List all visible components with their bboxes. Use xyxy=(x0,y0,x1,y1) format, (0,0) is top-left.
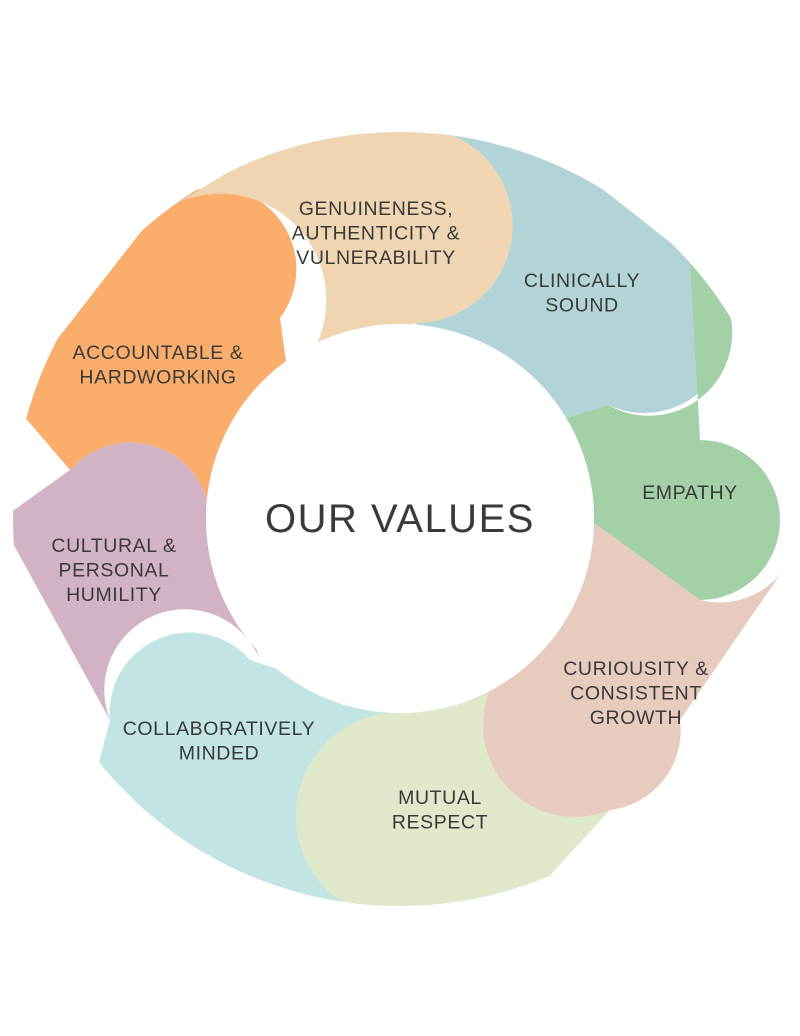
label-clinically-sound: CLINICALLY SOUND xyxy=(524,270,640,317)
segment-clinically-sound xyxy=(415,132,730,420)
label-line: ACCOUNTABLE & xyxy=(72,342,243,364)
label-line: CULTURAL & xyxy=(51,535,176,557)
label-line: HUMILITY xyxy=(66,584,162,606)
segment-labels: GENUINENESS, AUTHENTICITY &VULNERABILITY C… xyxy=(51,198,737,834)
label-mutual-respect: MUTUAL RESPECT xyxy=(392,787,488,834)
segment-genuineness xyxy=(150,132,513,380)
label-genuineness: GENUINENESS, AUTHENTICITY &VULNERABILITY xyxy=(292,198,460,269)
segment-empathy xyxy=(560,260,780,600)
center-title: OUR VALUES xyxy=(265,497,535,541)
label-collaboratively-minded: COLLABORATIVELY MINDED xyxy=(123,718,316,765)
label-line: PERSONAL xyxy=(58,560,169,582)
label-line: RESPECT xyxy=(392,812,488,834)
label-line: CLINICALLY xyxy=(524,270,640,292)
label-empathy: EMPATHY xyxy=(642,482,738,504)
label-line: EMPATHY xyxy=(642,482,738,504)
label-line: MINDED xyxy=(179,743,260,765)
label-line: COLLABORATIVELY xyxy=(123,718,316,740)
segment-mutual-respect xyxy=(296,640,610,907)
segment-accountable xyxy=(12,187,297,515)
label-line: CURIOUSITY & xyxy=(563,658,709,680)
label-accountable: ACCOUNTABLE & HARDWORKING xyxy=(72,342,243,389)
label-line: AUTHENTICITY & xyxy=(292,223,460,245)
label-line: GROWTH xyxy=(590,707,682,729)
label-line: SOUND xyxy=(545,295,618,317)
label-line: VULNERABILITY xyxy=(296,247,456,269)
center-disc xyxy=(206,324,594,712)
label-line: HARDWORKING xyxy=(79,367,236,389)
label-line: CONSISTENT xyxy=(570,683,702,705)
segment-cultural-humility xyxy=(12,442,260,720)
label-line: GENUINENESS, xyxy=(299,198,454,220)
label-line: MUTUAL xyxy=(398,787,482,809)
